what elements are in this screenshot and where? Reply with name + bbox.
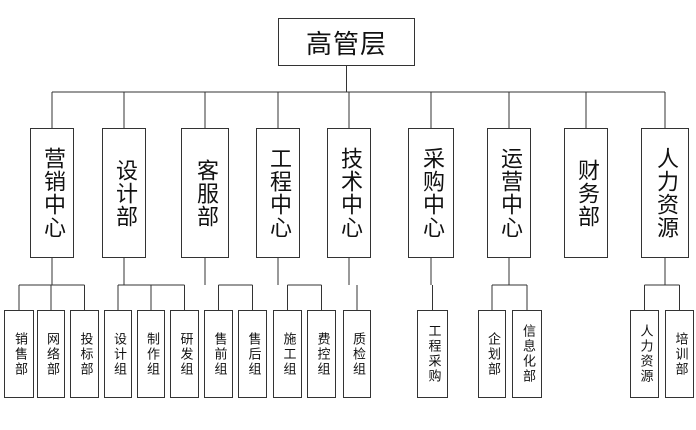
- department-box: 客服部: [181, 128, 229, 258]
- sub-unit-box: 售后组: [238, 310, 267, 398]
- sub-unit-label: 信息化部: [520, 324, 535, 384]
- sub-unit-label: 工程采购: [425, 324, 441, 384]
- sub-unit-box: 培训部: [665, 310, 694, 398]
- department-box: 工程中心: [256, 128, 300, 258]
- department-box: 运营中心: [487, 128, 531, 258]
- sub-unit-box: 信息化部: [512, 310, 542, 398]
- sub-unit-label: 售前组: [211, 331, 227, 377]
- sub-unit-label: 销售部: [12, 331, 27, 377]
- sub-unit-label: 费控组: [314, 331, 330, 377]
- department-label: 客服部: [193, 158, 218, 228]
- sub-unit-label: 企划部: [485, 331, 500, 377]
- department-label: 运营中心: [497, 147, 522, 239]
- department-box: 采购中心: [408, 128, 454, 258]
- department-label: 人力资源: [653, 147, 678, 239]
- sub-unit-label: 设计组: [111, 331, 126, 377]
- sub-unit-label: 人力资源: [637, 324, 653, 384]
- department-label: 采购中心: [419, 147, 444, 239]
- sub-unit-box: 人力资源: [630, 310, 659, 398]
- department-label: 技术中心: [337, 147, 362, 239]
- sub-unit-label: 售后组: [245, 331, 261, 377]
- sub-unit-box: 工程采购: [417, 310, 448, 398]
- sub-unit-box: 费控组: [307, 310, 336, 398]
- sub-unit-label: 研发组: [177, 331, 193, 377]
- sub-unit-box: 网络部: [37, 310, 65, 398]
- department-box: 设计部: [102, 128, 146, 258]
- sub-unit-box: 制作组: [137, 310, 165, 398]
- department-label: 工程中心: [266, 147, 291, 239]
- sub-unit-box: 投标部: [70, 310, 99, 398]
- sub-unit-label: 投标部: [77, 331, 93, 377]
- sub-unit-box: 售前组: [204, 310, 233, 398]
- sub-unit-box: 研发组: [170, 310, 199, 398]
- sub-unit-box: 施工组: [273, 310, 302, 398]
- sub-unit-box: 销售部: [4, 310, 34, 398]
- department-box: 技术中心: [327, 128, 371, 258]
- sub-unit-box: 设计组: [104, 310, 132, 398]
- sub-unit-label: 质检组: [350, 331, 365, 377]
- sub-unit-label: 施工组: [280, 331, 296, 377]
- department-label: 财务部: [574, 158, 599, 228]
- root-node-box: 高管层: [278, 18, 415, 66]
- sub-unit-label: 网络部: [44, 331, 59, 377]
- root-node-label: 高管层: [305, 29, 387, 60]
- sub-unit-box: 质检组: [343, 310, 371, 398]
- department-box: 财务部: [564, 128, 608, 258]
- department-box: 营销中心: [30, 128, 74, 258]
- sub-unit-box: 企划部: [478, 310, 506, 398]
- department-label: 设计部: [112, 158, 137, 228]
- sub-unit-label: 培训部: [672, 331, 688, 377]
- department-box: 人力资源: [641, 128, 689, 258]
- sub-unit-label: 制作组: [144, 331, 159, 377]
- department-label: 营销中心: [40, 147, 65, 239]
